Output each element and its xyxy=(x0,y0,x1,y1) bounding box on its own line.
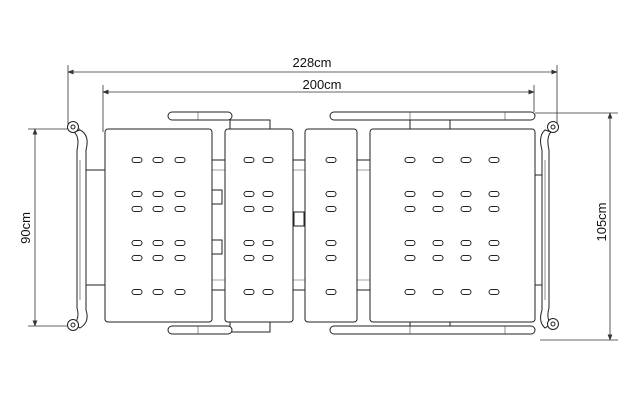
vent-hole xyxy=(432,191,444,197)
vent-hole xyxy=(243,289,255,295)
overall-width-label: 105cm xyxy=(594,202,609,241)
vent-hole xyxy=(174,255,186,261)
vent-hole xyxy=(432,289,444,295)
leg-panel xyxy=(369,128,536,323)
vent-hole xyxy=(243,191,255,197)
side-rails xyxy=(167,111,536,335)
vent-hole xyxy=(152,206,164,212)
vent-hole xyxy=(460,289,472,295)
vent-hole xyxy=(262,206,274,212)
vent-hole xyxy=(131,157,143,163)
vent-hole xyxy=(131,289,143,295)
head-panel xyxy=(104,128,213,323)
vent-hole xyxy=(174,191,186,197)
headboard xyxy=(67,121,88,331)
ventilation-holes xyxy=(131,157,500,295)
seat-panel xyxy=(304,128,358,323)
vent-hole xyxy=(174,206,186,212)
vent-hole xyxy=(432,240,444,246)
vent-hole xyxy=(404,206,416,212)
vent-hole xyxy=(488,240,500,246)
vent-hole xyxy=(152,191,164,197)
vent-hole xyxy=(174,240,186,246)
vent-hole xyxy=(152,240,164,246)
vent-hole xyxy=(460,206,472,212)
vent-hole xyxy=(325,157,337,163)
vent-hole xyxy=(404,157,416,163)
vent-hole xyxy=(243,240,255,246)
vent-hole xyxy=(404,255,416,261)
mattress-platform-panels xyxy=(104,128,536,323)
vent-hole xyxy=(460,240,472,246)
vent-hole xyxy=(325,289,337,295)
vent-hole xyxy=(152,157,164,163)
vent-hole xyxy=(325,191,337,197)
vent-hole xyxy=(262,240,274,246)
dimension-overall-width: 105cm xyxy=(535,112,618,341)
vent-hole xyxy=(262,255,274,261)
vent-hole xyxy=(404,191,416,197)
vent-hole xyxy=(262,289,274,295)
vent-hole xyxy=(404,240,416,246)
dimension-mattress-width: 90cm xyxy=(18,128,80,327)
vent-hole xyxy=(325,255,337,261)
vent-hole xyxy=(243,255,255,261)
vent-hole xyxy=(243,157,255,163)
vent-hole xyxy=(131,206,143,212)
vent-hole xyxy=(131,240,143,246)
vent-hole xyxy=(131,255,143,261)
vent-hole xyxy=(488,191,500,197)
vent-hole xyxy=(432,157,444,163)
vent-hole xyxy=(152,255,164,261)
vent-hole xyxy=(174,157,186,163)
vent-hole xyxy=(325,206,337,212)
vent-hole xyxy=(262,191,274,197)
dimension-mattress-length: 200cm xyxy=(102,77,535,132)
vent-hole xyxy=(152,289,164,295)
vent-hole xyxy=(243,206,255,212)
vent-hole xyxy=(488,255,500,261)
vent-hole xyxy=(432,206,444,212)
mattress-length-label: 200cm xyxy=(302,77,341,92)
vent-hole xyxy=(488,289,500,295)
footboard xyxy=(540,121,559,330)
back-panel xyxy=(224,128,294,323)
mattress-width-label: 90cm xyxy=(18,212,33,244)
vent-hole xyxy=(131,191,143,197)
vent-hole xyxy=(488,206,500,212)
vent-hole xyxy=(325,240,337,246)
vent-hole xyxy=(262,157,274,163)
dimension-overall-length: 228cm xyxy=(67,55,558,128)
vent-hole xyxy=(460,191,472,197)
vent-hole xyxy=(488,157,500,163)
vent-hole xyxy=(460,157,472,163)
vent-hole xyxy=(174,289,186,295)
vent-hole xyxy=(432,255,444,261)
vent-hole xyxy=(460,255,472,261)
overall-length-label: 228cm xyxy=(292,55,331,70)
vent-hole xyxy=(404,289,416,295)
